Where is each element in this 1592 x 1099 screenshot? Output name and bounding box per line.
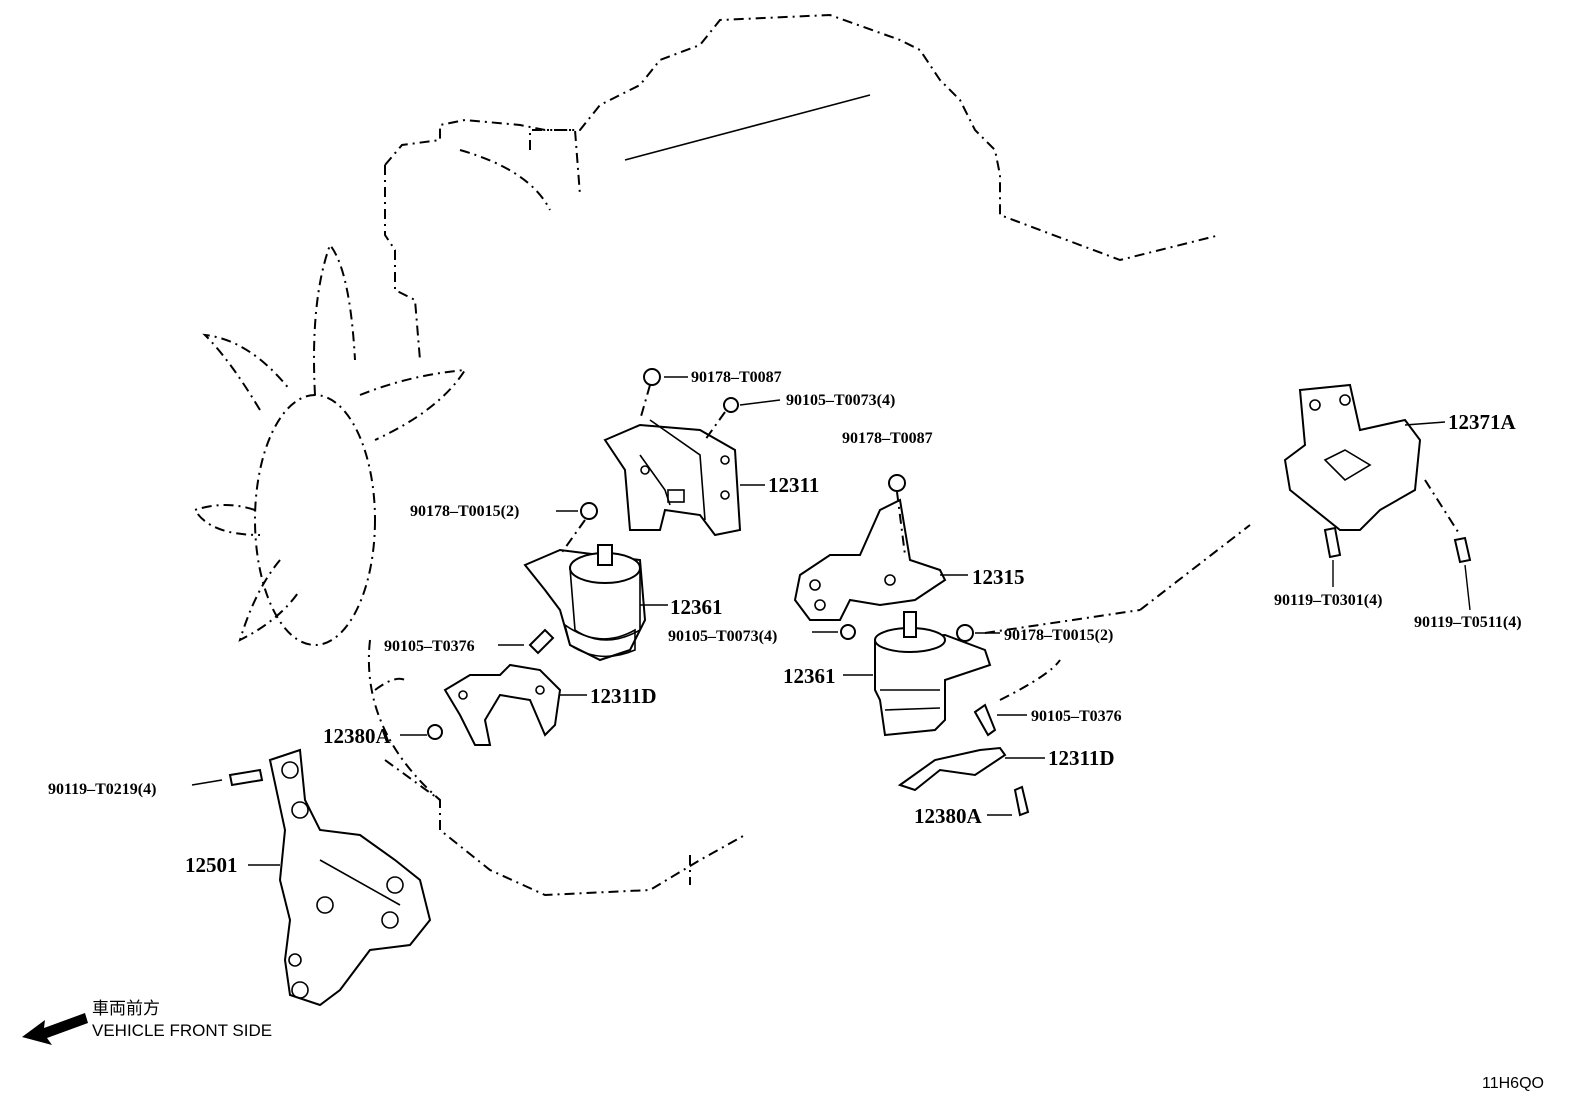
callout-label: 90178–T0087 [842,430,933,447]
engine-mount-bracket-12315 [793,498,947,621]
front-engine-bracket-12501 [268,748,432,1007]
nut-icon [888,474,906,492]
callout-label: 90119–T0219(4) [48,781,156,798]
nut-icon [580,502,598,520]
callout-label: 90178–T0015(2) [1004,627,1113,644]
callout-label: 12361 [670,595,723,619]
cooling-fan [193,242,467,646]
callout-label: 12311D [590,684,657,708]
bolt-head-icon [427,724,443,740]
callout-label: 12371A [1448,410,1517,434]
vehicle-front-label: VEHICLE FRONT SIDE [92,1021,272,1040]
bolt-icon [528,628,555,655]
callout-label: 90178–T0015(2) [410,503,519,520]
stopper-plate-12311d-right [897,746,1007,792]
callout-label: 90105–T0073(4) [786,392,895,409]
bolt-icon [1453,536,1472,564]
callout-label: 90178–T0087 [691,369,782,386]
transmission-mount-12371a [1283,383,1422,531]
bolt-icon [1323,526,1342,559]
engine-mount-insulator-12361-left [523,544,647,662]
fasteners [228,368,1472,817]
bolt-icon [1013,785,1030,817]
bolt-icon [228,768,264,787]
callout-label: 90119–T0511(4) [1414,614,1522,631]
engine-outline [367,13,1251,897]
bolt-icon [973,703,997,737]
vehicle-front-arrow-icon [22,1013,88,1045]
callout-label: 12380A [323,724,392,748]
callout-label: 12311 [768,473,819,497]
vehicle-front-label-japanese: 車両前方 [92,999,160,1018]
callout-labels: 90178–T0087 90105–T0073(4) 12311 90178–T… [48,369,1544,1092]
leader-lines [191,376,1471,866]
engine-mount-insulator-12361-right [874,611,992,737]
callout-label: 12501 [185,853,238,877]
nut-icon [956,624,974,642]
callout-label: 12311D [1048,746,1115,770]
bolt-head-icon [840,624,856,640]
bolt-head-icon [723,397,739,413]
stopper-plate-12311d-left [443,663,562,746]
callout-label: 12380A [914,804,983,828]
callout-label: 90105–T0376 [384,638,475,655]
catalog-code: 11H6QO [1482,1075,1544,1092]
nut-icon [643,368,661,386]
callout-label: 90105–T0073(4) [668,628,777,645]
engine-mount-bracket-12311 [603,419,742,537]
callout-label: 90119–T0301(4) [1274,592,1382,609]
callout-label: 12361 [783,664,836,688]
callout-label: 90105–T0376 [1031,708,1122,725]
callout-label: 12315 [972,565,1025,589]
